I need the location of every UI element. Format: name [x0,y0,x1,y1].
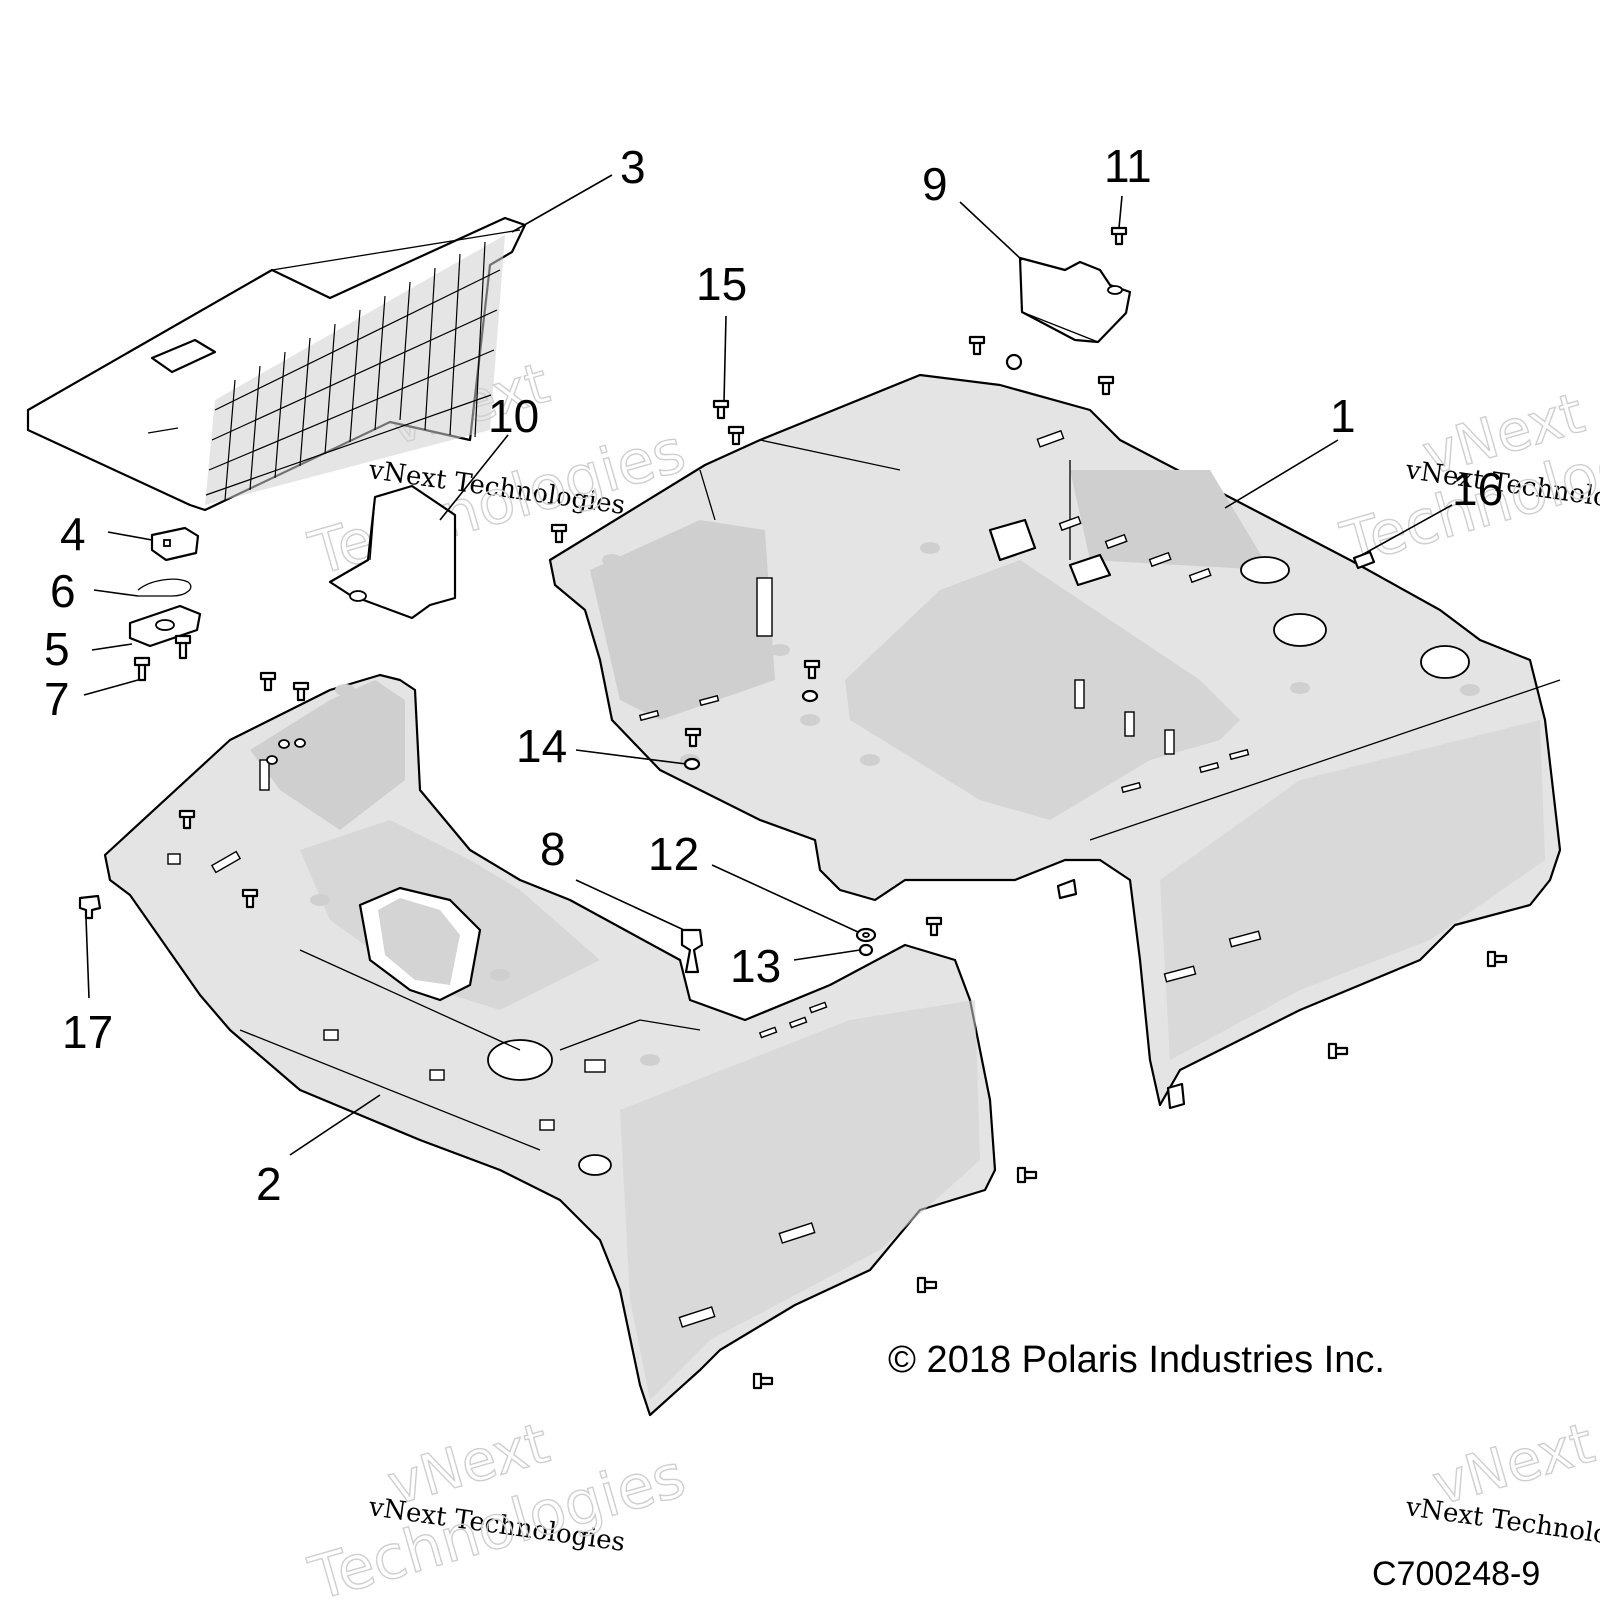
callout-17: 17 [62,1006,113,1058]
leader-8 [575,879,685,931]
screw-icon [178,809,196,830]
callout-16: 16 [1452,463,1503,515]
leader-14 [575,749,687,765]
grommet-icon [680,928,704,974]
part-latch [150,526,200,562]
leader-lines [83,174,1453,1156]
screw-icon [968,335,986,356]
leader-10 [439,434,509,521]
leader-9 [959,201,1023,261]
callout-13: 13 [730,940,781,992]
part-striker-plate [128,604,202,648]
callout-10: 10 [488,390,539,442]
callout-3: 3 [620,141,646,193]
leader-5 [91,643,133,651]
callout-6: 6 [50,565,76,617]
part-storage-box [26,216,527,512]
screw-icon [550,523,568,544]
leader-4 [107,531,153,541]
screw-icon [916,1276,938,1294]
screw-icon [259,671,277,692]
callout-15: 15 [696,258,747,310]
figure-id: C700248-9 [1372,1555,1540,1593]
leader-6 [93,589,139,597]
callout-2: 2 [256,1158,282,1210]
screw-icon [727,425,745,446]
screw-icon [1097,375,1115,396]
part-spring-clip [137,578,192,597]
screw-icon [684,727,702,748]
screw-icon [925,916,943,937]
leader-16 [1359,504,1453,557]
leader-11 [1118,195,1123,229]
callout-7: 7 [44,673,70,725]
screw-icon [1486,950,1508,968]
part-screw-5b [174,634,192,660]
leader-3 [511,174,613,233]
screw-icon [712,399,730,420]
part-bracket-10 [328,484,457,620]
callout-4: 4 [60,508,86,560]
part-rear-fender [548,373,1562,1107]
leader-12 [711,864,859,933]
leader-7 [83,679,139,696]
screw-icon [1016,1166,1038,1184]
leader-2 [289,1094,381,1156]
leader-1 [1224,439,1339,509]
watermark-line: vNext Technologies [1403,1492,1600,1558]
nut-icon [801,689,819,703]
clip-nut-icon [1056,878,1078,900]
part-front-floor [103,673,997,1417]
screw-icon [241,888,259,909]
screw-icon [292,681,310,702]
washer-icon [855,927,877,943]
nut-icon [683,757,701,771]
push-rivet-icon [1005,353,1023,371]
callout-8: 8 [540,823,566,875]
screw-icon [752,1372,774,1390]
screw-icon [1327,1042,1349,1060]
callout-1: 1 [1330,390,1356,442]
screw-icon [803,659,821,680]
callout-14: 14 [516,720,567,772]
watermark-lower-right: vNext vNext Technologies [1403,1410,1600,1558]
part-screw-11 [1110,226,1128,246]
nut-icon [858,943,874,957]
copyright-notice: © 2018 Polaris Industries Inc. [888,1339,1385,1381]
push-rivet-icon [78,894,102,920]
fasteners [78,335,1508,1390]
callout-labels: 1 2 3 4 5 6 7 8 9 10 11 12 13 14 15 16 1… [44,140,1503,1210]
leader-15 [723,315,727,403]
callout-12: 12 [648,828,699,880]
watermark-lower-left: vNext vNext Technologies Technologies [301,1410,693,1600]
callout-5: 5 [44,623,70,675]
callout-9: 9 [922,158,948,210]
part-screw-7 [133,656,151,682]
leader-17 [85,917,90,999]
callout-11: 11 [1104,140,1152,192]
clip-nut-icon [1166,1082,1186,1110]
part-bracket-9 [1018,256,1132,344]
leader-13 [793,949,861,961]
